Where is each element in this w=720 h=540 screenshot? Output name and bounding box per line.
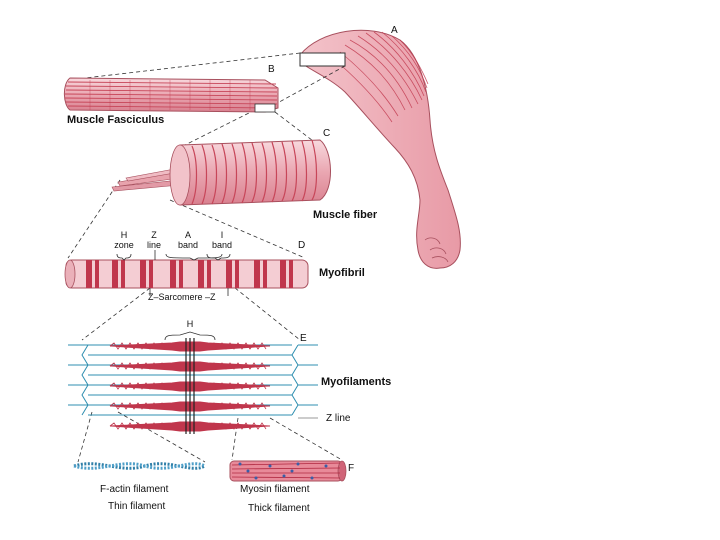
myosin-heads — [109, 342, 267, 430]
myosin-filament — [229, 460, 347, 482]
label-a-band-bottom: band — [177, 240, 199, 250]
fasciculus-selection-box — [254, 103, 276, 113]
label-f-actin: F-actin filament — [100, 484, 169, 495]
label-myofilaments: Myofilaments — [321, 376, 392, 388]
arm-muscle-fibers — [334, 31, 429, 123]
arm — [299, 29, 461, 269]
label-thick-filament: Thick filament — [248, 503, 310, 514]
m-line-marks — [185, 338, 195, 434]
label-i-band-bottom: band — [211, 240, 233, 250]
f-actin-filament — [73, 462, 206, 470]
label-h-zone-top: H — [120, 230, 128, 240]
label-h-filament: H — [186, 319, 194, 329]
muscle-fasciculus — [63, 77, 279, 113]
fist — [424, 237, 449, 263]
label-z-line-top: Z — [151, 230, 157, 240]
h-zone-bracket — [164, 331, 216, 341]
label-muscle-fiber: Muscle fiber — [313, 209, 378, 221]
label-z-line: Z line — [326, 413, 351, 424]
label-b: B — [268, 64, 275, 75]
label-sarcomere: Z–Sarcomere –Z — [148, 292, 216, 302]
myofibril-bands — [86, 260, 293, 288]
myofilaments — [68, 331, 318, 434]
label-muscle-fasciculus: Muscle Fasciculus — [67, 114, 165, 126]
label-a: A — [391, 25, 398, 36]
label-z-line-bottom: line — [146, 240, 161, 250]
myosin-heads-dots — [238, 462, 328, 480]
band-markers — [116, 250, 231, 296]
label-c: C — [323, 128, 331, 139]
myofibril — [64, 250, 309, 296]
label-thin-filament: Thin filament — [108, 501, 166, 512]
label-f: F — [348, 463, 355, 474]
fiber-striations — [191, 139, 318, 205]
label-myosin: Myosin filament — [240, 484, 310, 495]
myosin-strands — [231, 462, 341, 479]
label-myofibril: Myofibril — [319, 267, 365, 279]
arm-selection-box — [299, 52, 346, 67]
muscle-fiber — [111, 139, 331, 206]
label-h-zone-bottom: zone — [114, 240, 134, 250]
fasciculus-fibers — [64, 81, 278, 109]
label-d: D — [298, 240, 306, 251]
zoom-lines — [67, 52, 346, 463]
label-a-band-top: A — [184, 230, 191, 240]
label-i-band-top: I — [220, 230, 224, 240]
label-e: E — [300, 333, 307, 344]
fasciculus-striations — [89, 80, 251, 110]
